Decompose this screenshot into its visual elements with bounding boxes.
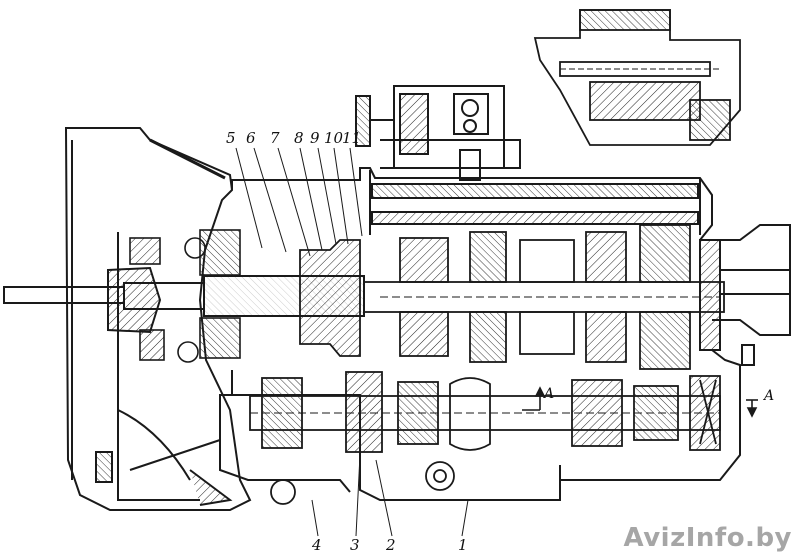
callout-7: 7 — [270, 129, 280, 147]
clutch-housing — [64, 127, 252, 511]
callout-2: 2 — [386, 536, 396, 554]
callout-8: 8 — [294, 129, 304, 147]
section-mark-a-right: A — [764, 388, 775, 404]
main-shaft — [299, 224, 725, 370]
callout-3: 3 — [350, 536, 360, 554]
watermark-logo: AvizInfo.by — [623, 523, 792, 553]
section-mark-a-left: A — [544, 386, 555, 402]
section-arrows — [522, 386, 758, 418]
callout-6: 6 — [246, 129, 256, 147]
callout-10: 10 — [324, 129, 344, 147]
callout-5: 5 — [226, 129, 236, 147]
output-flange — [699, 224, 791, 366]
front-bearing-cap — [129, 229, 241, 363]
gearbox-housing — [219, 167, 741, 501]
callout-4: 4 — [312, 536, 322, 554]
callout-1: 1 — [458, 536, 468, 554]
inset-detail — [533, 9, 741, 146]
shift-tower — [355, 85, 521, 181]
countershaft — [249, 371, 721, 505]
callout-leaders — [235, 147, 469, 537]
callout-11: 11 — [342, 129, 362, 147]
callout-9: 9 — [310, 129, 320, 147]
